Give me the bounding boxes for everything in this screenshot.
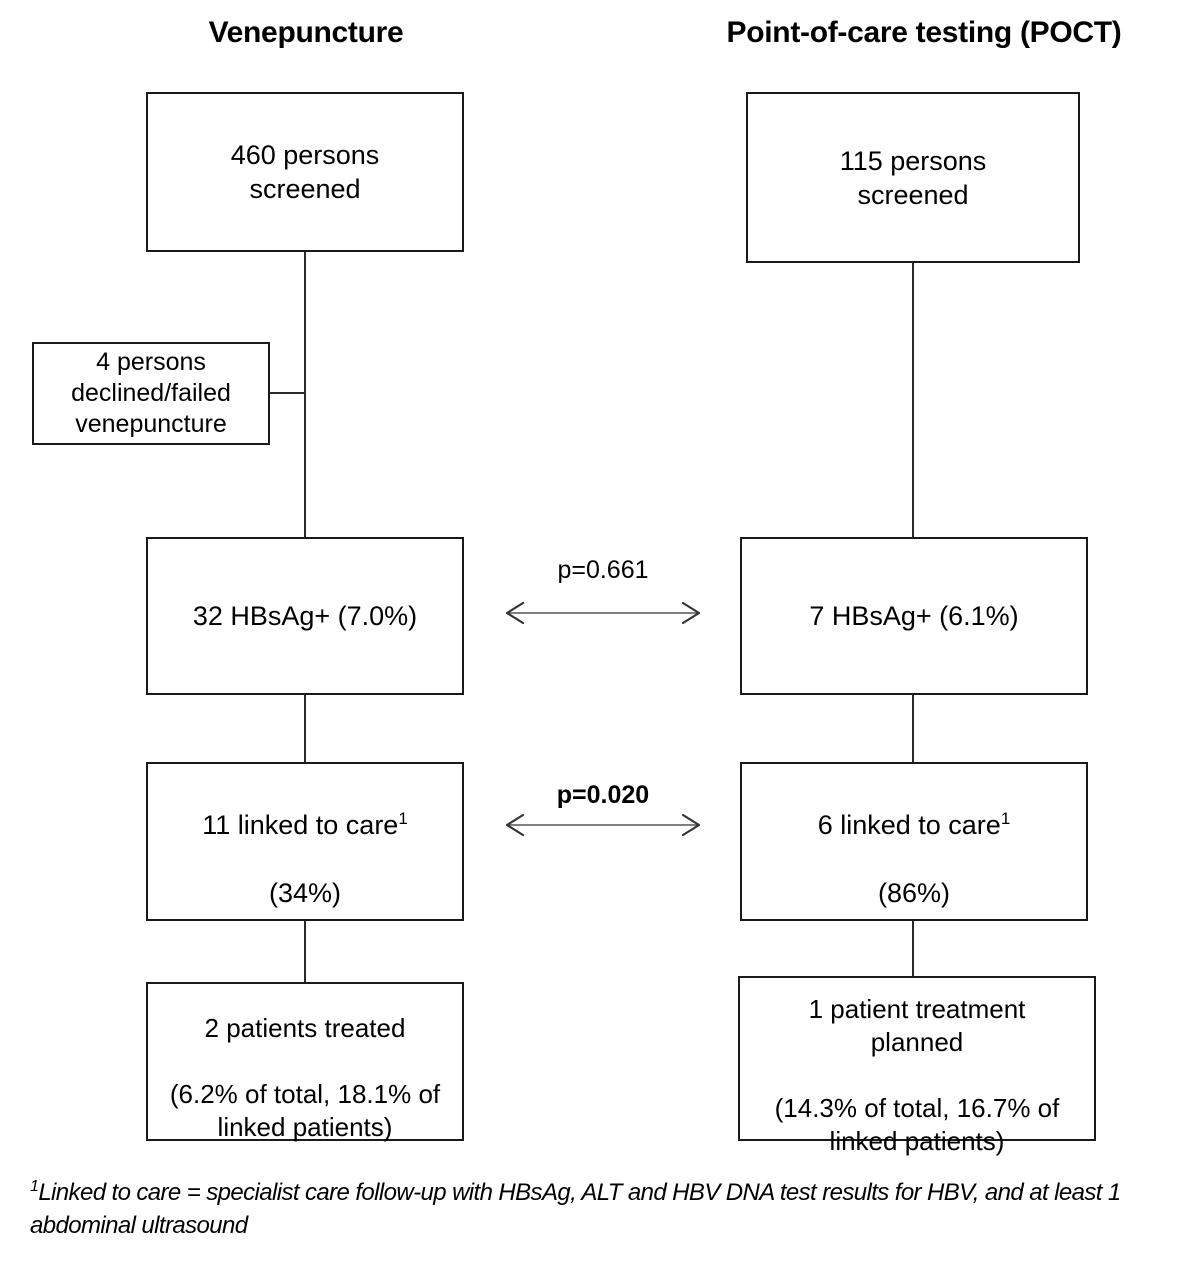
connector-right-screened-to-hbsag xyxy=(912,262,914,539)
node-venepuncture-linked-label: 11 linked to care xyxy=(202,809,399,840)
node-venepuncture-treated: 2 patients treated (6.2% of total, 18.1%… xyxy=(146,982,464,1142)
node-venepuncture-screened: 460 persons screened xyxy=(146,92,464,252)
node-venepuncture-screened-label: 460 persons screened xyxy=(230,140,380,204)
node-poct-hbsag: 7 HBsAg+ (6.1%) xyxy=(740,537,1088,695)
node-poct-screened-label: 115 persons screened xyxy=(839,145,987,210)
node-venepuncture-exclusion-label: 4 persons declined/failed venepuncture xyxy=(71,348,231,438)
node-poct-linked-percent: (86%) xyxy=(877,877,951,908)
node-poct-treated-label: 1 patient treatment planned xyxy=(808,993,1026,1057)
connector-right-hbsag-to-linked xyxy=(912,694,914,762)
node-venepuncture-exclusion: 4 persons declined/failed venepuncture xyxy=(32,342,270,445)
footnote-marker: 1 xyxy=(30,1178,39,1195)
node-venepuncture-linked-footnote-marker: 1 xyxy=(398,808,408,828)
comparison-arrow-linked xyxy=(503,812,703,838)
node-poct-treated: 1 patient treatment planned (14.3% of to… xyxy=(738,976,1096,1156)
connector-left-hbsag-to-linked xyxy=(304,694,306,762)
node-venepuncture-treated-label: 2 patients treated xyxy=(204,1013,406,1043)
node-venepuncture-linked-percent: (34%) xyxy=(268,877,342,908)
pvalue-label-hbsag: p=0.661 xyxy=(557,556,649,584)
pvalue-label-linked: p=0.020 xyxy=(556,781,650,809)
column-header-venepuncture: Venepuncture xyxy=(208,16,404,49)
column-header-poct: Point-of-care testing (POCT) xyxy=(726,16,1122,49)
connector-right-linked-to-treated xyxy=(912,920,914,977)
node-venepuncture-linked: 11 linked to care1 (34%) xyxy=(146,762,464,921)
node-venepuncture-treated-percent: (6.2% of total, 18.1% of linked patients… xyxy=(169,1079,441,1142)
node-poct-treated-percent: (14.3% of total, 16.7% of linked patient… xyxy=(774,1092,1060,1156)
node-poct-hbsag-label: 7 HBsAg+ (6.1%) xyxy=(809,601,1019,631)
node-venepuncture-hbsag: 32 HBsAg+ (7.0%) xyxy=(146,537,464,695)
footnote: 1Linked to care = specialist care follow… xyxy=(30,1176,1180,1242)
connector-left-linked-to-treated xyxy=(304,920,306,984)
node-poct-screened: 115 persons screened xyxy=(746,92,1080,263)
node-poct-linked-label: 6 linked to care xyxy=(817,809,1001,840)
node-poct-linked: 6 linked to care1 (86%) xyxy=(740,762,1088,921)
footnote-text: Linked to care = specialist care follow-… xyxy=(30,1179,1121,1239)
connector-left-exclusion-branch xyxy=(269,392,306,394)
node-venepuncture-hbsag-label: 32 HBsAg+ (7.0%) xyxy=(192,601,418,631)
connector-left-screened-to-hbsag xyxy=(304,250,306,539)
comparison-arrow-hbsag xyxy=(503,600,703,626)
node-poct-linked-footnote-marker: 1 xyxy=(1000,808,1011,828)
